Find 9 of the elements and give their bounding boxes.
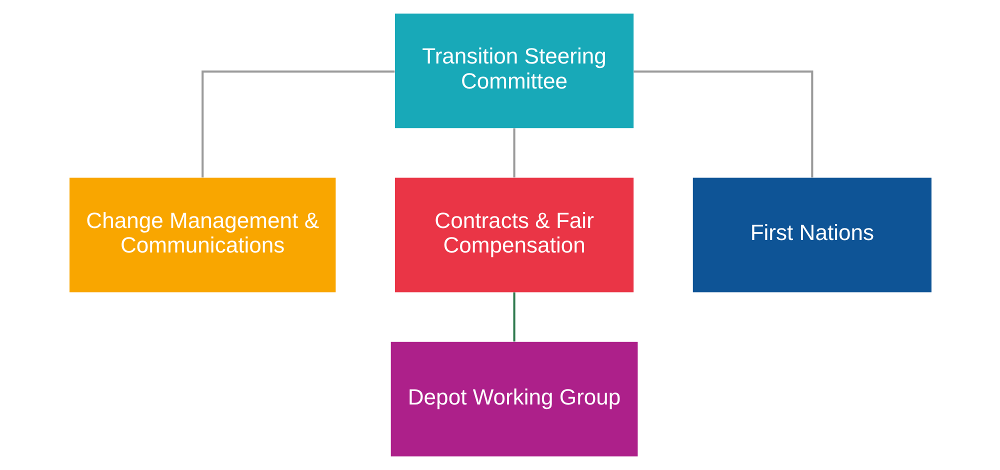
- node-box: Depot Working Group: [390, 342, 638, 456]
- node-box: Contracts & Fair Compensation: [394, 178, 634, 292]
- connector: [512, 128, 515, 178]
- node-box: First Nations: [692, 178, 931, 292]
- connector: [512, 292, 515, 342]
- connector: [633, 70, 813, 178]
- connector: [201, 70, 394, 178]
- node-box: Change Management & Communications: [69, 178, 336, 292]
- node-box: Transition Steering Committee: [394, 14, 634, 128]
